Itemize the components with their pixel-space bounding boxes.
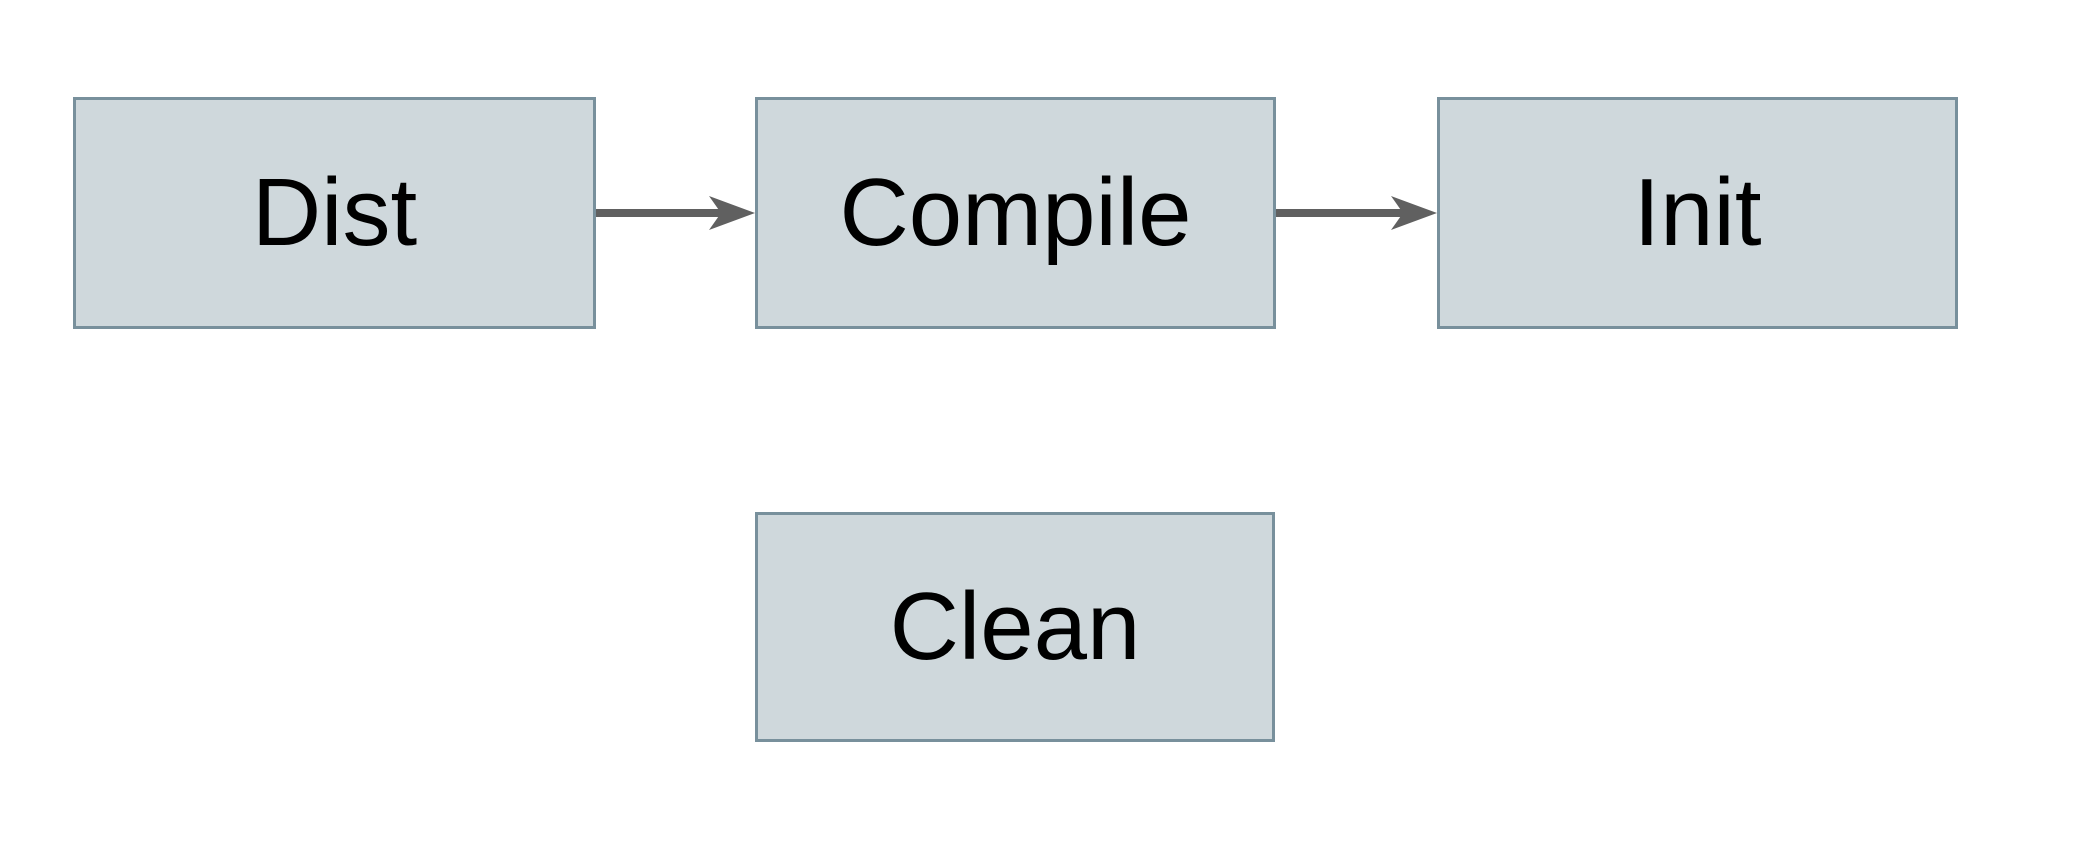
node-compile-label: Compile (839, 159, 1192, 266)
node-dist[interactable]: Dist (73, 97, 596, 329)
arrow-right-icon (596, 196, 755, 230)
node-init-label: Init (1633, 159, 1762, 266)
node-compile[interactable]: Compile (755, 97, 1276, 329)
node-clean-label: Clean (889, 573, 1141, 680)
connector-compile-to-init[interactable] (1276, 191, 1437, 235)
node-dist-label: Dist (251, 159, 418, 266)
node-clean[interactable]: Clean (755, 512, 1275, 742)
arrow-right-icon (1276, 196, 1437, 230)
node-init[interactable]: Init (1437, 97, 1958, 329)
connector-dist-to-compile[interactable] (596, 191, 755, 235)
